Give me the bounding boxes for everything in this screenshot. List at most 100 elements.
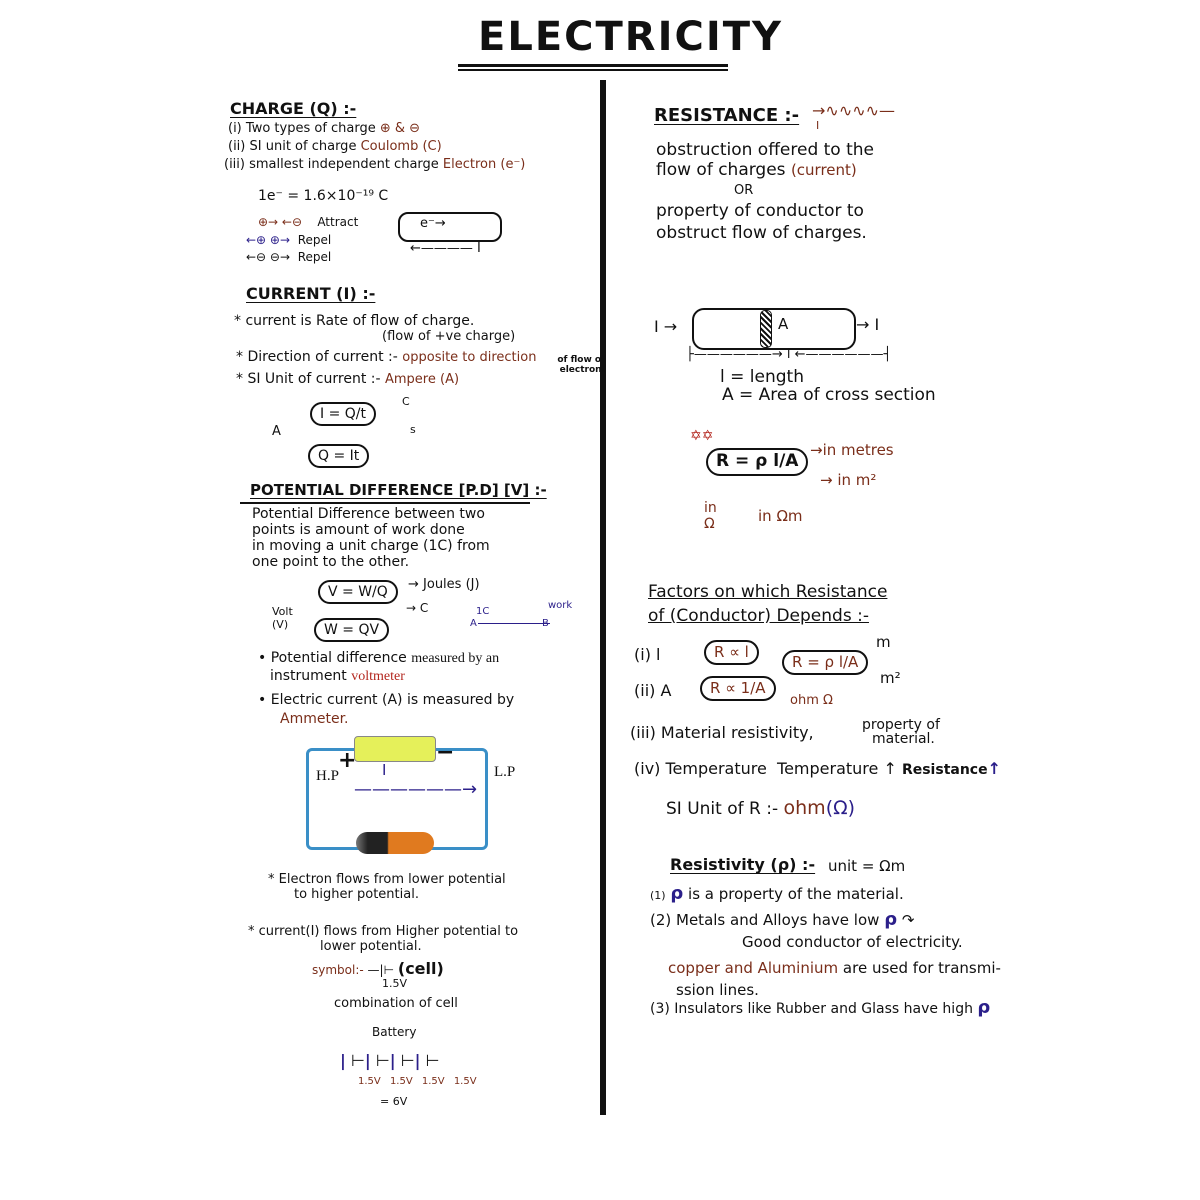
factor-label: (iv) Temperature bbox=[634, 759, 767, 778]
item-text: SI unit of charge bbox=[249, 139, 357, 154]
item-text: (3) Insulators like Rubber and Glass hav… bbox=[650, 1001, 973, 1017]
repel-rule-2: ←⊖ ⊖→ Repel bbox=[246, 250, 332, 265]
note-line: * current(I) flows from Higher potential… bbox=[248, 924, 519, 939]
copper-aluminium-note: copper and Aluminium are used for transm… bbox=[668, 959, 1001, 977]
conductor-cylinder-diagram bbox=[692, 308, 856, 350]
definition-line: obstruction offered to the bbox=[656, 140, 875, 160]
battery-label: Battery bbox=[372, 1025, 417, 1039]
item-text: Two types of charge bbox=[245, 121, 376, 136]
r-proportional-l: R ∝ l bbox=[704, 640, 759, 666]
negative-terminal: − bbox=[436, 740, 455, 765]
seconds-label: s bbox=[410, 423, 416, 436]
item-number: (1) bbox=[650, 889, 666, 902]
potential-difference-definition: Potential Difference between two points … bbox=[252, 506, 490, 570]
work-diagram-point-b: B bbox=[542, 618, 549, 629]
current-direction-note: of flow of electron. bbox=[557, 355, 605, 376]
electron-charge: 1e⁻ = 1.6×10⁻¹⁹ C bbox=[258, 188, 389, 204]
resistor-current-label: I bbox=[816, 119, 820, 132]
current-in-label: I → bbox=[654, 317, 678, 336]
electron-flow-label: e⁻→ bbox=[420, 216, 446, 231]
cell-voltage: 1.5V bbox=[389, 1076, 413, 1087]
current-definition-sub: (flow of +ve charge) bbox=[382, 329, 516, 344]
rule-label: Repel bbox=[297, 250, 332, 264]
formula-resistance: R = ρ l/A bbox=[706, 448, 809, 476]
unit-text: in m² bbox=[837, 471, 877, 489]
definition-line: property of conductor to bbox=[656, 201, 864, 221]
note-line: lower potential. bbox=[320, 939, 422, 954]
unit-m: m bbox=[876, 633, 891, 651]
resistivity-item-3: (3) Insulators like Rubber and Glass hav… bbox=[650, 997, 991, 1019]
resistivity-heading: Resistivity (ρ) :- bbox=[670, 855, 816, 874]
note-line: to higher potential. bbox=[294, 887, 419, 902]
formula-w-equals-qv: W = QV bbox=[314, 618, 390, 643]
battery-symbol-icon: | ⊢| ⊢| ⊢| ⊢ bbox=[340, 1051, 440, 1070]
current-definition: * current is Rate of flow of charge. bbox=[234, 313, 475, 329]
definition-line: Potential Difference between two bbox=[252, 506, 485, 522]
factor-area-label: (ii) A bbox=[634, 681, 672, 700]
cell-symbol-icon: —|⊢ bbox=[367, 963, 395, 977]
bullet-text-serif: measured by an bbox=[411, 651, 500, 666]
voltmeter-bullet-line2: instrument voltmeter bbox=[270, 668, 405, 685]
item-text: is a property of the material. bbox=[688, 885, 904, 903]
resistance-formula-cloud: R = ρ l/A bbox=[782, 650, 869, 676]
charge-heading: CHARGE (Q) :- bbox=[230, 99, 357, 118]
rho-symbol: ρ bbox=[977, 997, 991, 1018]
definition-line: points is amount of work done bbox=[252, 522, 465, 538]
charge-item-1: (i) Two types of charge ⊕ & ⊖ bbox=[228, 121, 420, 137]
resistance-definition-2: property of conductor to obstruct flow o… bbox=[656, 200, 867, 244]
definition-line: in moving a unit charge (1C) from bbox=[252, 538, 490, 554]
repel-rule-1: ←⊕ ⊕→ Repel bbox=[246, 233, 331, 248]
bullet-text: Potential difference bbox=[270, 650, 407, 666]
definition-line: obstruct flow of charges. bbox=[656, 223, 867, 243]
heading-line: of (Conductor) Depends :- bbox=[648, 606, 869, 626]
coulomb-label: → C bbox=[406, 601, 429, 615]
positive-terminal: + bbox=[338, 748, 357, 773]
rho-symbol: ρ bbox=[670, 883, 684, 904]
definition-line: one point to the other. bbox=[252, 554, 410, 570]
si-unit-resistance: SI Unit of R :- ohm(Ω) bbox=[666, 797, 855, 820]
in-metres-label: →in metres bbox=[810, 441, 894, 459]
ohm-text: ohm bbox=[783, 797, 826, 819]
voltmeter-text: voltmeter bbox=[351, 669, 405, 684]
note-line: property of bbox=[862, 717, 940, 733]
note-line: material. bbox=[872, 731, 935, 747]
work-diagram-work: work bbox=[548, 600, 573, 611]
bullet-text: Electric current (A) is measured by bbox=[270, 692, 515, 708]
in-ohm-metre-label: in Ωm bbox=[758, 507, 803, 525]
battery-cell-voltages: 1.5V 1.5V 1.5V 1.5V bbox=[358, 1076, 477, 1088]
current-direction-arrow: ——————→ bbox=[354, 779, 478, 800]
attract-rule: ⊕→ ←⊖ Attract bbox=[258, 215, 358, 230]
unit-text: in metres bbox=[822, 441, 894, 459]
resistance-definition-1: obstruction offered to the flow of charg… bbox=[656, 140, 874, 180]
or-label: OR bbox=[734, 183, 754, 198]
low-potential-label: L.P bbox=[494, 764, 516, 780]
materials-text: copper and Aluminium bbox=[668, 959, 839, 977]
temperature-up: Temperature ↑ bbox=[777, 759, 897, 778]
good-conductor-note: Good conductor of electricity. bbox=[742, 933, 963, 951]
cell-voltage: 1.5V bbox=[421, 1076, 445, 1087]
potential-difference-heading: POTENTIAL DIFFERENCE [P.D] [V] :- bbox=[250, 481, 547, 499]
resistivity-unit: unit = Ωm bbox=[828, 857, 906, 875]
formula-q-equals-it: Q = It bbox=[308, 444, 370, 469]
factor-length-label: (i) l bbox=[634, 645, 661, 664]
current-si-unit: * SI Unit of current :- Ampere (A) bbox=[236, 371, 459, 388]
battery-component bbox=[356, 832, 434, 854]
resistivity-item-2: (2) Metals and Alloys have low ρ ↷ bbox=[650, 909, 915, 930]
area-label: A bbox=[778, 315, 789, 333]
formula-v-equals-w-over-q: V = W/Q bbox=[318, 580, 398, 605]
current-flow-note: * current(I) flows from Higher potential… bbox=[248, 924, 518, 954]
rho-symbol: ρ bbox=[884, 909, 898, 930]
note-text: are used for transmi- bbox=[842, 959, 1001, 977]
current-out-label: → I bbox=[856, 315, 880, 334]
in-m2-label: → in m² bbox=[820, 471, 877, 489]
in-ohm-label: in Ω bbox=[704, 500, 717, 533]
column-divider bbox=[600, 80, 606, 1115]
definition-note: (current) bbox=[790, 161, 857, 179]
current-direction: * Direction of current :- opposite to di… bbox=[236, 349, 536, 366]
definition-line: flow of charges bbox=[656, 160, 786, 180]
item-number: (ii) bbox=[228, 139, 246, 154]
work-diagram-1c: 1C bbox=[476, 606, 490, 617]
value: Ampere (A) bbox=[385, 372, 460, 387]
factors-heading: Factors on which Resistance of (Conducto… bbox=[648, 580, 887, 628]
ammeter-bullet: • Electric current (A) is measured by bbox=[258, 692, 515, 708]
